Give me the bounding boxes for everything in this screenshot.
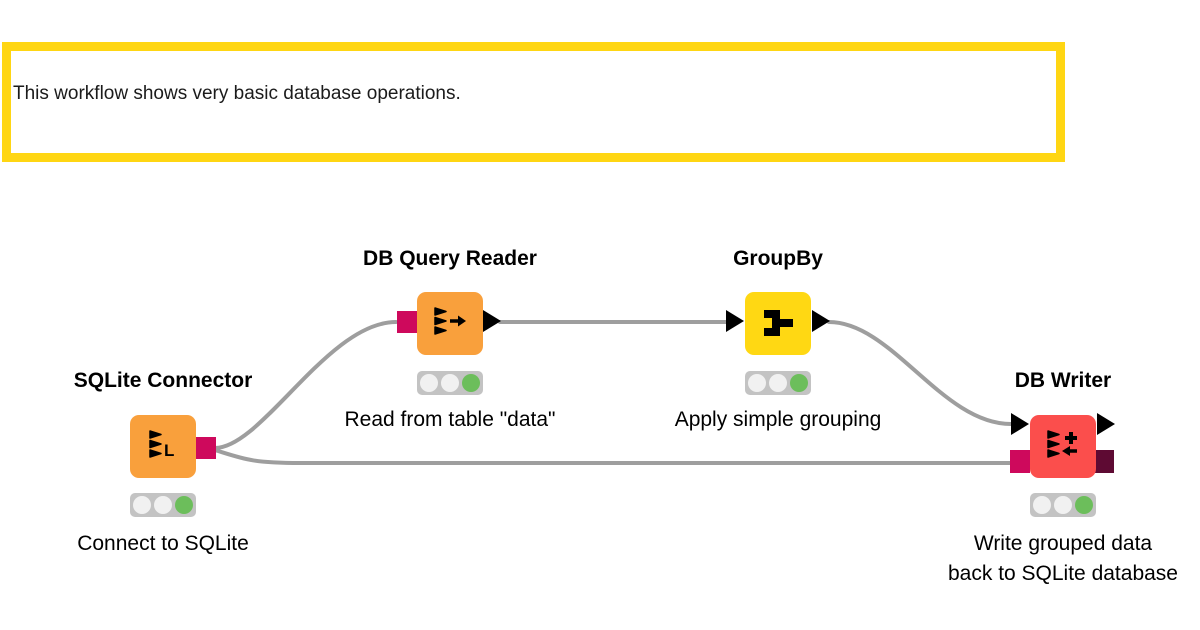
status-green-light: [462, 374, 480, 392]
reader-data-out-port[interactable]: [483, 310, 501, 332]
node-sqlite-connector[interactable]: L: [130, 415, 196, 478]
status-red-light: [1033, 496, 1051, 514]
node-caption-db-writer: Write grouped data back to SQLite databa…: [903, 529, 1200, 589]
status-yellow-light: [441, 374, 459, 392]
status-green-light: [790, 374, 808, 392]
status-yellow-light: [769, 374, 787, 392]
status-red-light: [133, 496, 151, 514]
node-caption-db-query-reader: Read from table "data": [344, 408, 556, 431]
node-caption-sqlite-connector: Connect to SQLite: [77, 532, 249, 555]
caption-line-1: Write grouped data: [973, 532, 1153, 555]
writer-db-connection-in-port[interactable]: [1010, 450, 1030, 473]
connection-groupby-to-writer[interactable]: [827, 320, 1013, 426]
groupby-icon: [764, 310, 793, 336]
node-title-db-query-reader: DB Query Reader: [363, 247, 537, 270]
groupby-data-in-port[interactable]: [726, 310, 744, 332]
reader-db-connection-in-port[interactable]: [397, 311, 417, 333]
status-yellow-light: [1054, 496, 1072, 514]
svg-text:L: L: [164, 441, 174, 460]
writer-db-data-out-port[interactable]: [1095, 450, 1114, 473]
writer-data-in-port[interactable]: [1011, 413, 1029, 435]
connection-sqlite-to-writer[interactable]: [213, 448, 1012, 465]
sqlite-db-connection-out-port[interactable]: [196, 437, 216, 459]
node-db-query-reader[interactable]: [417, 292, 483, 355]
node-caption-groupby: Apply simple grouping: [674, 408, 882, 431]
writer-data-out-port[interactable]: [1097, 413, 1115, 435]
node-title-groupby: GroupBy: [733, 247, 823, 270]
status-green-light: [175, 496, 193, 514]
annotation-text: This workflow shows very basic database …: [13, 83, 461, 104]
node-groupby[interactable]: [745, 292, 811, 355]
status-green-light: [1075, 496, 1093, 514]
database-sqlite-icon: L: [149, 430, 174, 460]
database-read-icon: [434, 307, 466, 335]
node-db-writer[interactable]: [1030, 415, 1096, 478]
database-write-icon: [1047, 430, 1077, 458]
status-red-light: [748, 374, 766, 392]
connection-sqlite-to-reader[interactable]: [213, 320, 398, 450]
node-title-db-writer: DB Writer: [1014, 369, 1112, 392]
status-traffic-light-reader: [417, 371, 483, 395]
status-red-light: [420, 374, 438, 392]
groupby-data-out-port[interactable]: [812, 310, 830, 332]
node-title-sqlite-connector: SQLite Connector: [73, 369, 253, 392]
caption-line-2: back to SQLite database: [948, 562, 1178, 585]
workflow-annotation[interactable]: This workflow shows very basic database …: [2, 42, 1065, 162]
status-traffic-light-sqlite: [130, 493, 196, 517]
status-yellow-light: [154, 496, 172, 514]
status-traffic-light-groupby: [745, 371, 811, 395]
status-traffic-light-writer: [1030, 493, 1096, 517]
